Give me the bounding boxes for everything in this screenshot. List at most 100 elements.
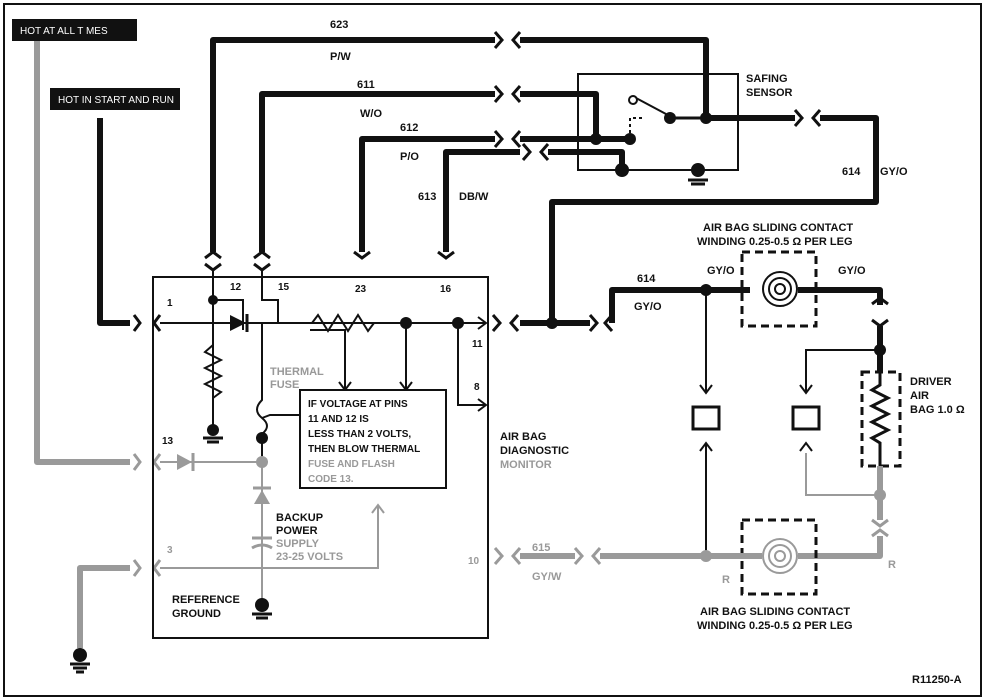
backup-label-1: BACKUP (276, 512, 323, 524)
diode-pin1 (230, 314, 249, 332)
safing-sensor-label-1: SAFING (746, 73, 788, 85)
connector-pin11 (491, 314, 520, 332)
monitor-label-1: AIR BAG (500, 431, 546, 443)
label-614-color: GY/O (880, 166, 908, 178)
label-614b: 614 (637, 273, 656, 285)
wire-hot-in-start-run (97, 118, 130, 326)
wire-623-sensor (520, 37, 709, 118)
pin-label-11: 11 (472, 339, 483, 350)
driver-label-2: AIR (910, 390, 929, 402)
thermal-label-2: FUSE (270, 379, 299, 391)
connector-614-mid (588, 314, 614, 332)
diagram-frame (3, 3, 982, 697)
label-r-right: R (888, 559, 896, 571)
ref-ground-label-1: REFERENCE (172, 594, 240, 606)
connector-driver-bottom (871, 518, 889, 538)
contact-top-label-2: WINDING 0.25-0.5 Ω PER LEG (697, 236, 853, 248)
sense-module-right (791, 405, 821, 431)
note-line-5: FUSE AND FLASH (308, 459, 395, 470)
sliding-contact-top-coil (762, 271, 798, 307)
label-614b-color: GY/O (634, 301, 662, 313)
note-line-3: LESS THAN 2 VOLTS, (308, 429, 411, 440)
pin-label-3: 3 (167, 545, 173, 556)
monitor-label-2: DIAGNOSTIC (500, 445, 569, 457)
pin-label-8: 8 (474, 382, 480, 393)
label-611: 611 (357, 79, 375, 91)
connector-614-top (793, 109, 822, 127)
wire-613 (443, 149, 520, 252)
tag-hot-at-all-times: HOT AT ALL T MES (12, 19, 137, 41)
diode-backup (253, 486, 271, 504)
label-614: 614 (842, 166, 861, 178)
connector-pin12 (204, 250, 222, 272)
note-line-4: THEN BLOW THERMAL (308, 444, 420, 455)
sense-wire-right-bottom (805, 453, 880, 496)
label-612-color: P/O (400, 151, 419, 163)
sense-wire-right-top (805, 349, 880, 393)
label-gyo-left: GY/O (707, 265, 735, 277)
label-611-color: W/O (360, 108, 382, 120)
pin-label-23: 23 (355, 284, 367, 295)
sliding-contact-bottom-coil (762, 538, 798, 574)
connector-613 (521, 143, 550, 161)
pin-label-10: 10 (468, 556, 480, 567)
resistor-bus (311, 313, 375, 333)
sense-module-left (691, 405, 721, 431)
connector-pin16 (437, 250, 455, 260)
label-r-left: R (722, 574, 730, 586)
pin-label-15: 15 (278, 282, 290, 293)
pin-label-16: 16 (440, 284, 452, 295)
contact-top-label-1: AIR BAG SLIDING CONTACT (703, 222, 853, 234)
resistor-left (202, 344, 224, 399)
pin-label-13: 13 (162, 436, 174, 447)
thermal-label-1: THERMAL (270, 366, 324, 378)
driver-label-1: DRIVER (910, 376, 952, 388)
safing-sensor-box (577, 73, 739, 171)
connector-pin23 (353, 250, 371, 260)
ground-internal-left (203, 424, 223, 444)
backup-label-2: POWER (276, 525, 318, 537)
splice-thermal-fuse (256, 432, 268, 444)
backup-label-3: SUPPLY (276, 538, 320, 550)
driver-airbag-resistor (868, 372, 892, 466)
wire-613-sensor (548, 149, 625, 170)
figure-id: R11250-A (912, 674, 962, 686)
connector-pin15 (253, 250, 271, 272)
ground-reference (252, 598, 272, 620)
diagnostic-monitor-box (152, 276, 489, 639)
contact-bottom-label-1: AIR BAG SLIDING CONTACT (700, 606, 850, 618)
connector-612 (493, 130, 522, 148)
label-623-color: P/W (330, 51, 351, 63)
splice-615 (700, 550, 712, 562)
connector-pin10 (493, 547, 522, 565)
connector-611 (493, 85, 522, 103)
note-box (299, 389, 447, 489)
wire-pin3-ground (77, 565, 130, 648)
capacitor-backup (251, 536, 273, 550)
wire-614-contact-in (609, 287, 750, 323)
tag-hot-in-start-and-run: HOT IN START AND RUN (50, 88, 180, 110)
wire-623 (210, 37, 495, 252)
wire-611-sensor (520, 91, 599, 139)
wire-contact-top-out (798, 287, 883, 305)
svg-text:HOT IN START AND RUN: HOT IN START AND RUN (58, 95, 174, 106)
note-line-6: CODE 13. (308, 474, 354, 485)
safing-sensor-label-2: SENSOR (746, 87, 793, 99)
wire-611 (259, 91, 495, 252)
driver-label-3: BAG 1.0 Ω (910, 404, 965, 416)
ground-symbol-left (70, 648, 90, 674)
wire-hot-at-all-times (34, 41, 130, 465)
contact-bottom-label-2: WINDING 0.25-0.5 Ω PER LEG (697, 620, 853, 632)
wire-contact-bottom-in (798, 536, 883, 559)
label-gyo-right: GY/O (838, 265, 866, 277)
pin-label-1: 1 (167, 298, 173, 309)
wire-612 (359, 136, 495, 252)
internal-pin8 (457, 323, 485, 406)
backup-label-4: 23-25 VOLTS (276, 551, 343, 563)
note-line-2: 11 AND 12 IS (308, 414, 369, 425)
diode-pin13 (177, 453, 195, 471)
internal-pin3 (160, 505, 379, 569)
sliding-contact-bottom-box (740, 518, 818, 596)
label-623: 623 (330, 19, 348, 31)
